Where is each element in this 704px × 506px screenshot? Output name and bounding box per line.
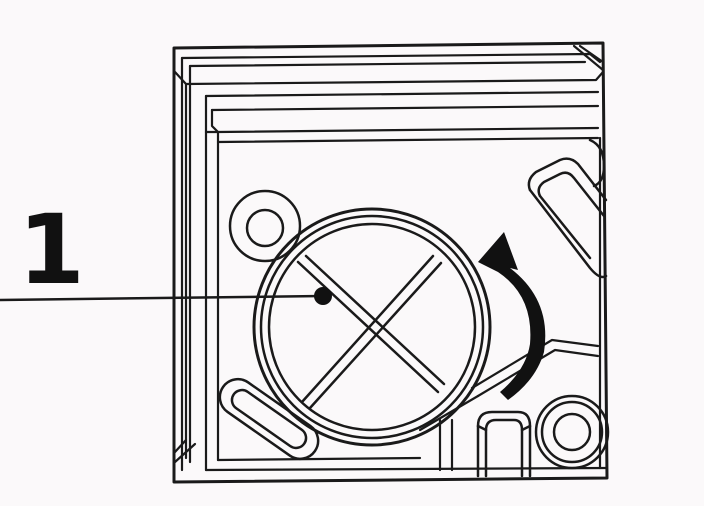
slot-top-right — [527, 138, 608, 279]
housing — [172, 41, 609, 484]
boss-bottom-right — [534, 394, 610, 470]
callout-leader — [0, 294, 324, 302]
curved-clockwise-arrow-icon — [478, 232, 546, 400]
boss-top-left — [228, 189, 302, 263]
lever — [418, 338, 600, 472]
housing-bevel — [173, 44, 608, 472]
filter-cap — [252, 207, 492, 447]
knob-bottom — [476, 410, 532, 478]
callout-number: 1 — [18, 194, 85, 306]
slot-bottom-left — [218, 377, 320, 461]
callout-dot — [314, 287, 332, 305]
